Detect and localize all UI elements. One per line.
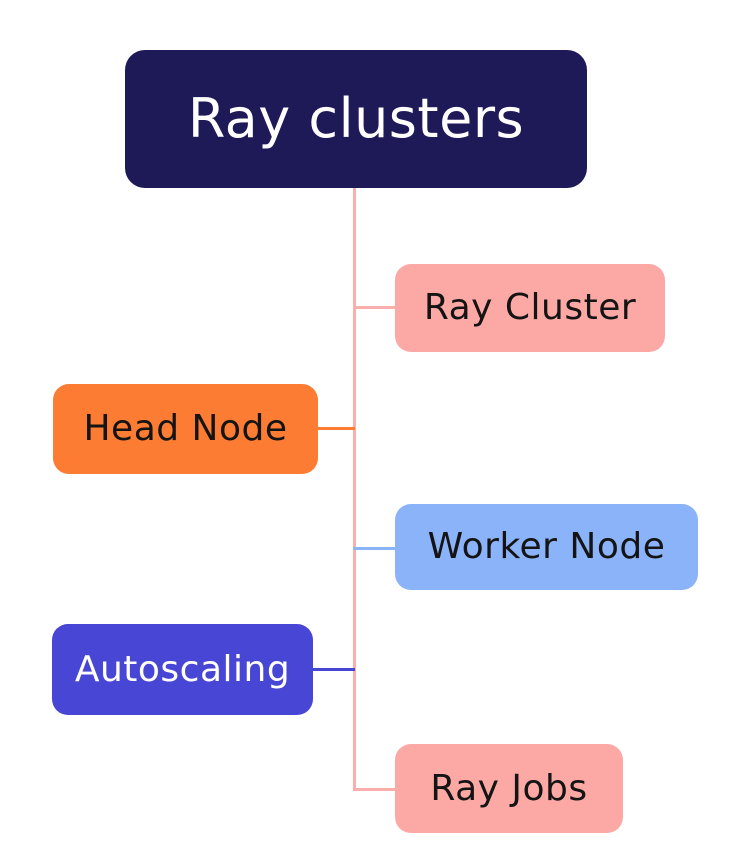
node-autoscaling-label: Autoscaling: [74, 648, 291, 690]
node-worker-node: Worker Node: [395, 504, 698, 590]
node-worker-node-label: Worker Node: [427, 526, 666, 567]
node-ray-jobs: Ray Jobs: [395, 744, 623, 833]
node-ray-cluster: Ray Cluster: [395, 264, 665, 352]
connector-spine: [353, 188, 356, 791]
connector-ray-jobs: [353, 788, 395, 791]
node-ray-jobs-label: Ray Jobs: [430, 767, 588, 809]
node-ray-clusters-root: Ray clusters: [125, 50, 587, 188]
node-ray-clusters-label: Ray clusters: [187, 87, 525, 150]
node-head-node: Head Node: [53, 384, 318, 474]
connector-worker-node: [353, 547, 395, 550]
connector-head-node: [318, 427, 355, 430]
node-head-node-label: Head Node: [83, 408, 288, 449]
connector-ray-cluster: [353, 306, 395, 309]
connector-autoscaling: [313, 668, 355, 671]
node-autoscaling: Autoscaling: [52, 624, 313, 715]
node-ray-cluster-label: Ray Cluster: [423, 287, 637, 328]
